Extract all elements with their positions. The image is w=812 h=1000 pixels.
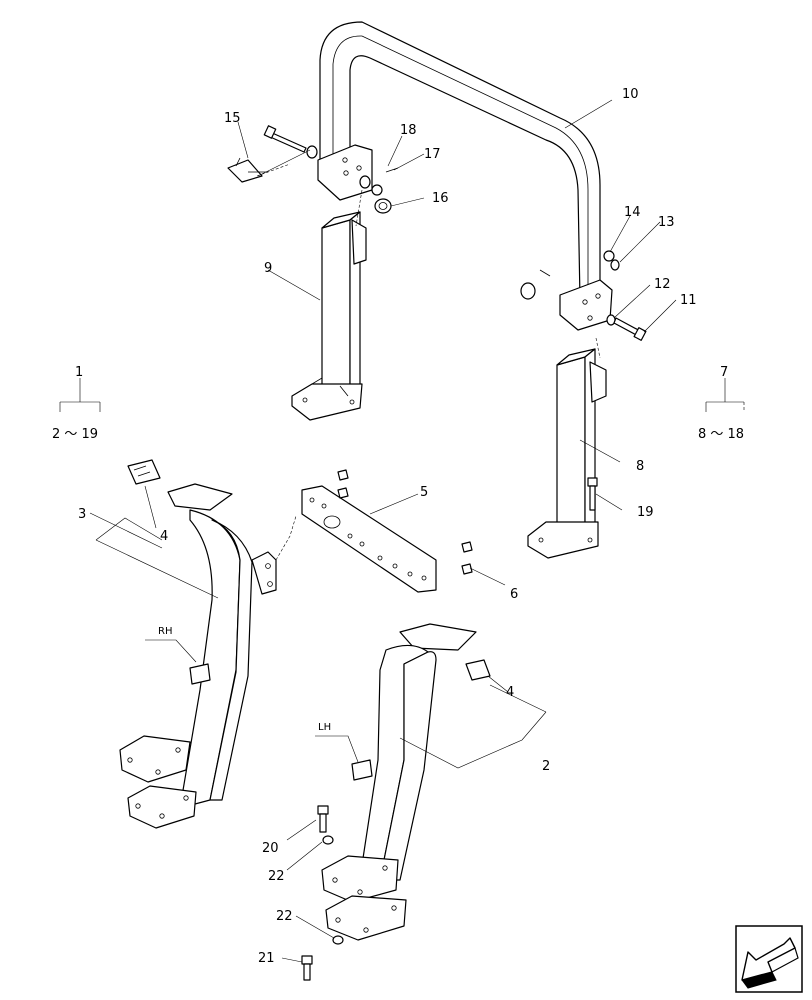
left-bracket-hardware <box>227 125 399 214</box>
callout-12: 12 <box>654 277 671 292</box>
rops-hoop-part-10 <box>317 21 613 331</box>
callout-1: 1 <box>75 365 83 380</box>
callout-19: 19 <box>637 505 654 520</box>
callout-22-upper: 22 <box>268 869 285 884</box>
callout-14: 14 <box>624 205 641 220</box>
callout-21: 21 <box>258 951 275 966</box>
callout-labels: 10 15 18 17 16 14 13 9 12 11 1 7 2 ～ 19 … <box>52 87 744 966</box>
lh-label: LH <box>318 722 331 733</box>
callout-6: 6 <box>510 587 518 602</box>
callout-11: 11 <box>680 293 697 308</box>
callout-2: 2 <box>542 759 550 774</box>
leg-lh-part-2 <box>301 623 491 981</box>
callout-4-lh: 4 <box>506 685 514 700</box>
post-part-9 <box>291 211 367 421</box>
leg-rh-part-3 <box>119 459 277 829</box>
callout-4-rh: 4 <box>160 529 168 544</box>
leader-lines <box>89 99 677 963</box>
rh-label: RH <box>158 626 172 637</box>
callout-3: 3 <box>78 507 86 522</box>
callout-8: 8 <box>636 459 644 474</box>
callout-18: 18 <box>400 123 417 138</box>
arrow-down-left-icon <box>741 937 799 989</box>
callout-22-lower: 22 <box>276 909 293 924</box>
right-bracket-hardware <box>520 250 647 341</box>
bracket-group-1 <box>59 378 101 412</box>
plate-part-5 <box>301 469 473 593</box>
callout-10: 10 <box>622 87 639 102</box>
post-part-8 <box>527 348 607 559</box>
callout-15: 15 <box>224 111 241 126</box>
callout-13: 13 <box>658 215 675 230</box>
callout-5: 5 <box>420 485 428 500</box>
range-right: 8 ～ 18 <box>698 427 744 442</box>
callout-16: 16 <box>432 191 449 206</box>
range-left: 2 ～ 19 <box>52 427 98 442</box>
callout-20: 20 <box>262 841 279 856</box>
callout-7: 7 <box>720 365 728 380</box>
bracket-group-7 <box>705 378 745 412</box>
callout-9: 9 <box>264 261 272 276</box>
navigation-arrow-button[interactable] <box>735 925 803 993</box>
callout-17: 17 <box>424 147 441 162</box>
